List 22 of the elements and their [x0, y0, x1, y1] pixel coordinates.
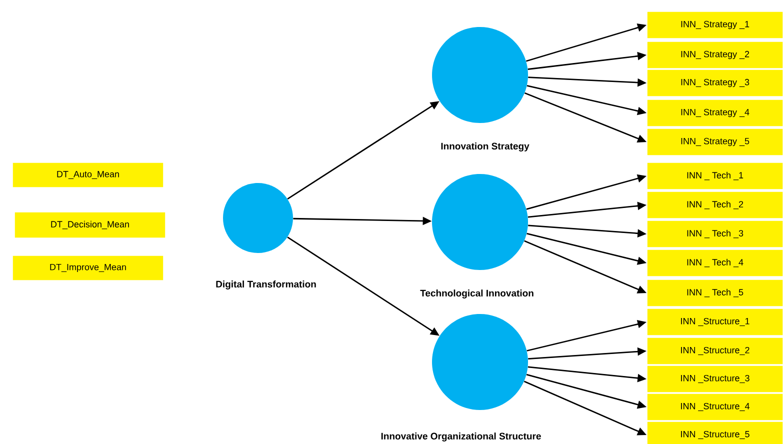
indicator-box: DT_Decision_Mean	[14, 212, 166, 238]
indicator-box: INN _Structure_3	[646, 365, 783, 393]
indicator-box: INN_ Strategy _4	[646, 99, 783, 127]
indicator-box: INN _Structure_4	[646, 393, 783, 421]
indicator-box: INN_ Strategy _1	[646, 11, 783, 39]
indicator-box: INN _ Tech _3	[646, 220, 783, 248]
indicator-box: INN_ Strategy _3	[646, 69, 783, 97]
indicator-box: INN_ Strategy _2	[646, 41, 783, 69]
indicator-box: DT_Improve_Mean	[12, 255, 164, 281]
construct-label: Technological Innovation	[420, 290, 534, 298]
indicator-box: INN_ Strategy _5	[646, 128, 783, 156]
construct-label: Innovation Strategy	[441, 142, 530, 152]
indicator-box: INN _Structure_1	[646, 308, 783, 336]
indicator-box: DT_Auto_Mean	[12, 162, 164, 188]
indicator-box: INN _ Tech _2	[646, 191, 783, 219]
indicator-box: INN _ Tech _1	[646, 162, 783, 190]
indicator-box: INN _Structure_5	[646, 421, 783, 444]
indicator-box: INN _Structure_2	[646, 337, 783, 365]
indicator-box: INN _ Tech _5	[646, 279, 783, 307]
indicator-box: INN _ Tech _4	[646, 249, 783, 277]
construct-label: Digital Transformation	[216, 280, 316, 290]
construct-label: Innovative Organizational Structure	[381, 432, 541, 442]
